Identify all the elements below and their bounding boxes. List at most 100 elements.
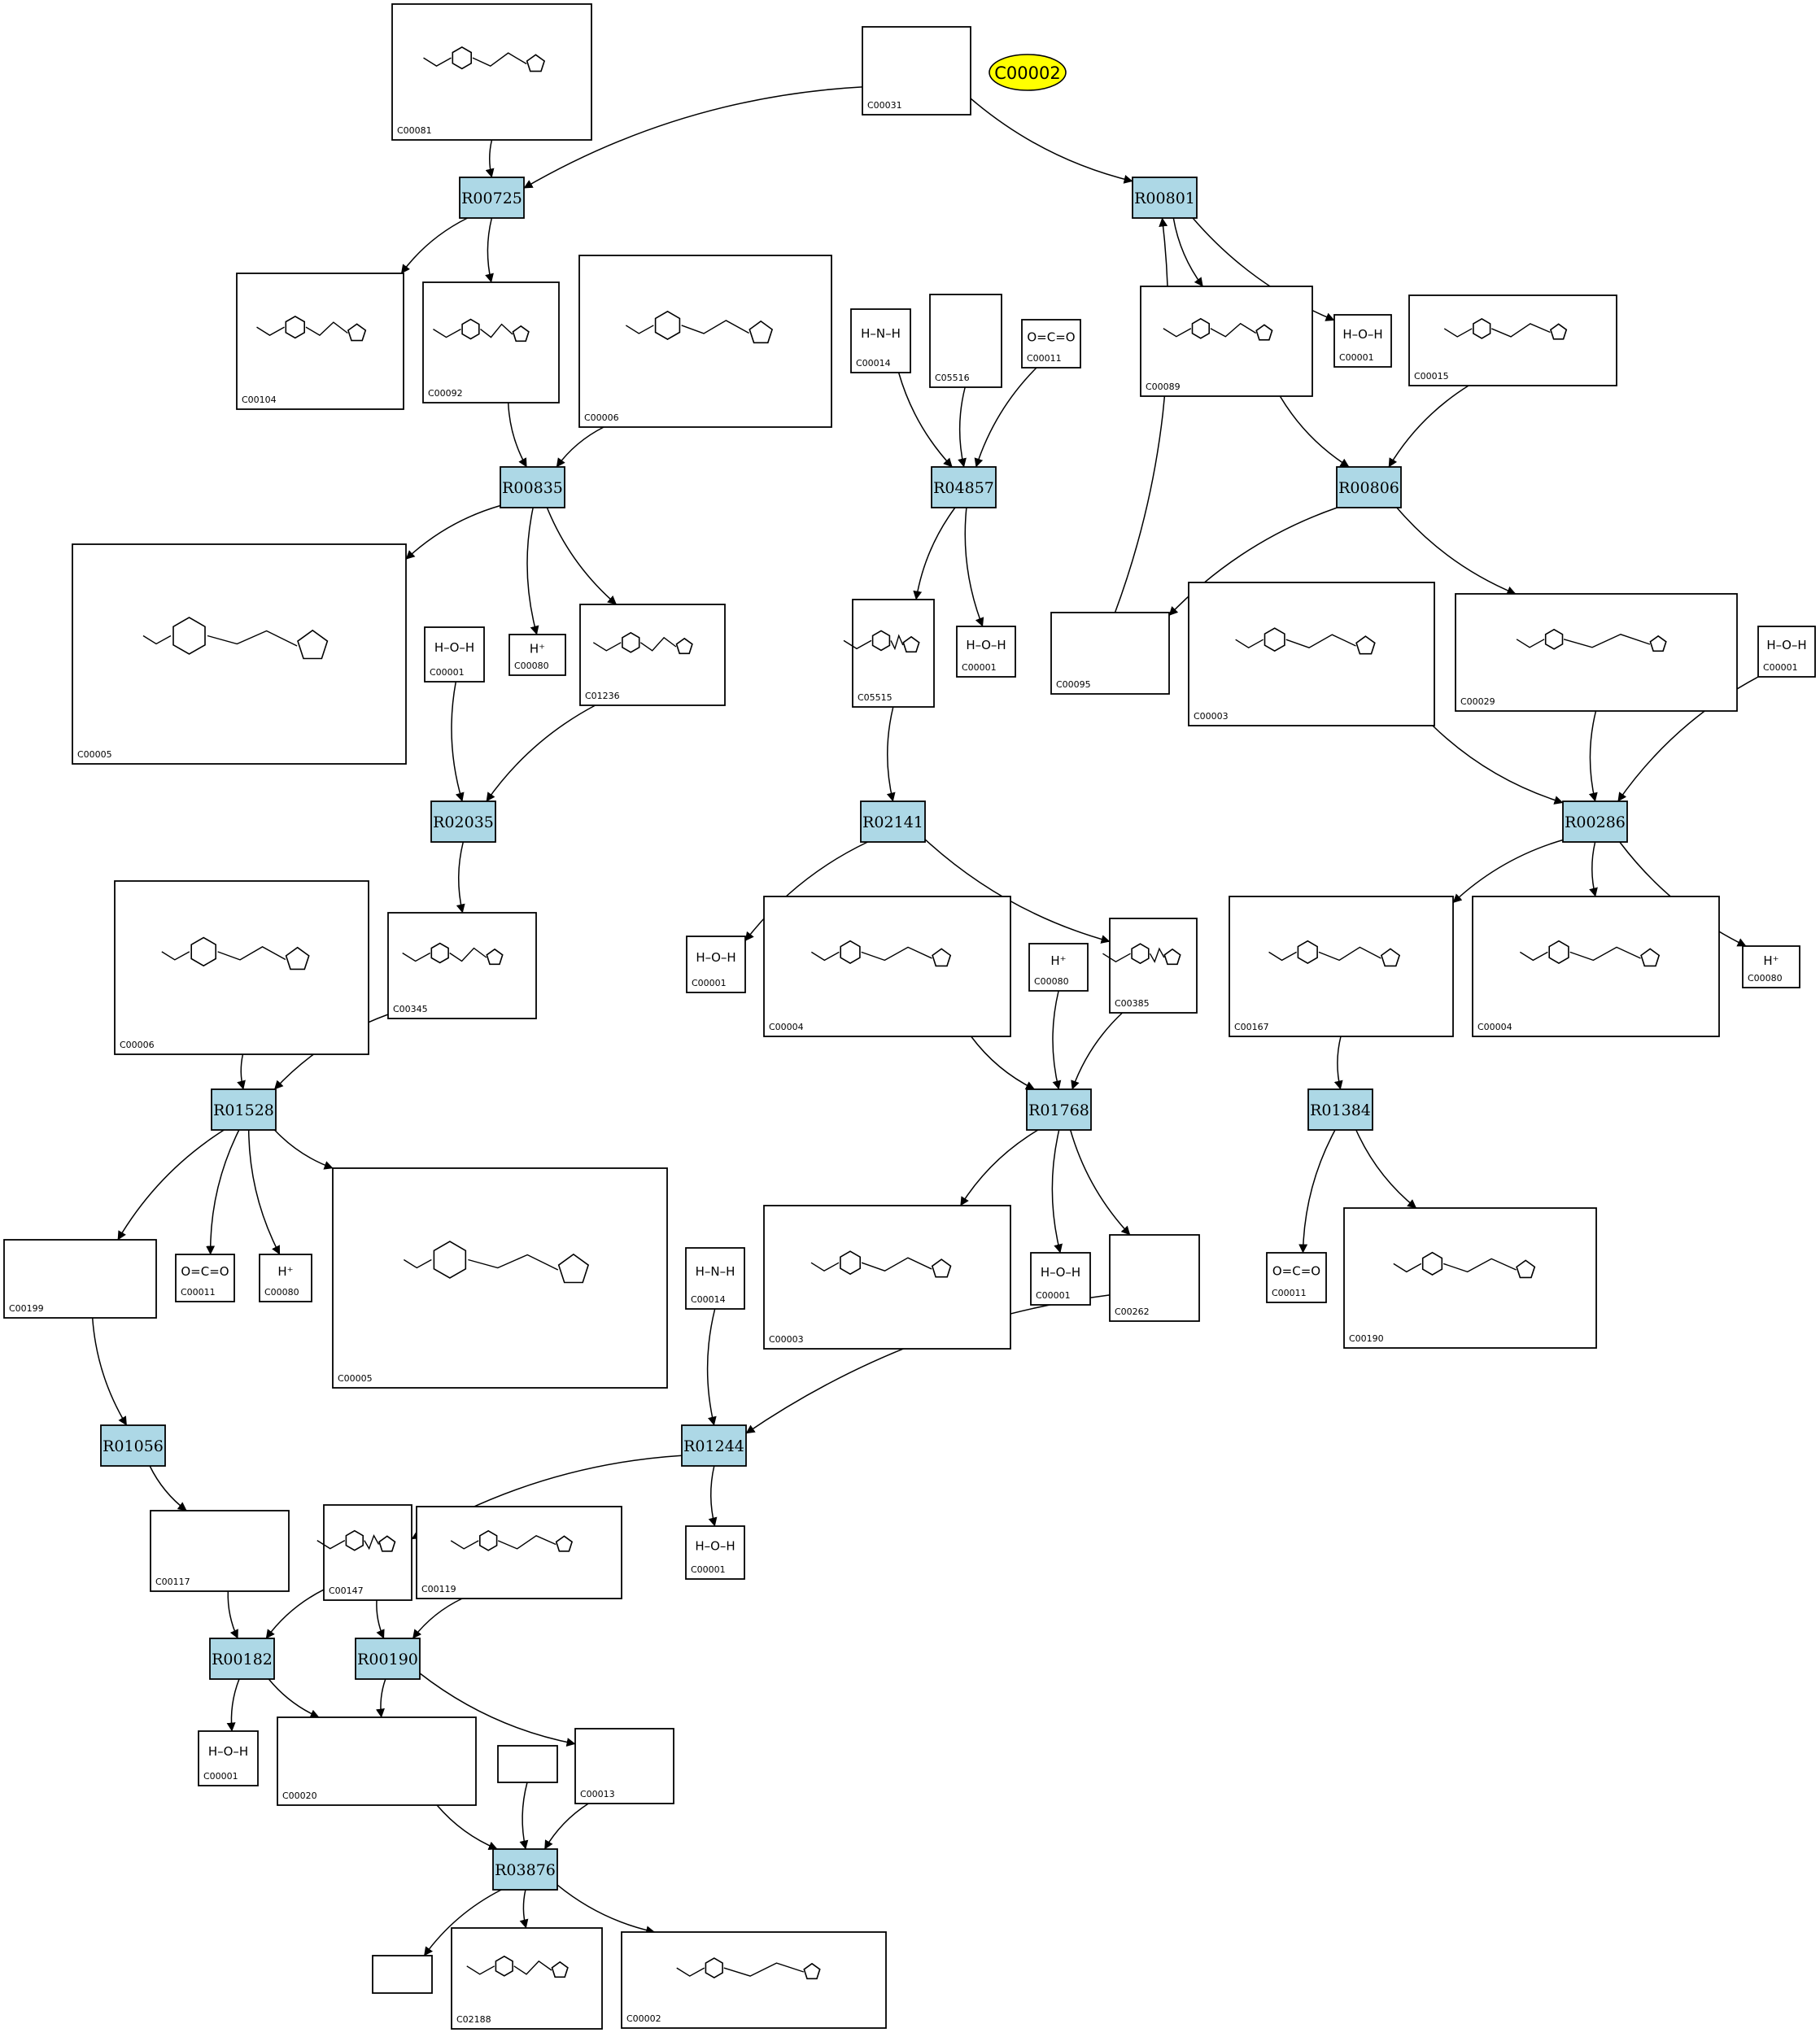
reaction-node[interactable]: R04857 bbox=[931, 466, 997, 508]
compound-node[interactable]: C00199 bbox=[3, 1239, 157, 1319]
compound-box bbox=[508, 634, 566, 676]
reaction-node[interactable]: R00801 bbox=[1132, 177, 1198, 219]
compound-node[interactable]: C02188 bbox=[451, 1927, 603, 2030]
compound-node[interactable]: C00005 bbox=[72, 543, 407, 765]
compound-node[interactable]: C00167 bbox=[1229, 896, 1454, 1037]
reaction-node[interactable]: R01244 bbox=[681, 1424, 747, 1467]
compound-node[interactable]: C00005 bbox=[332, 1167, 668, 1389]
compound-id-label: C01236 bbox=[585, 691, 620, 701]
reaction-label: R01528 bbox=[213, 1101, 274, 1119]
compound-node[interactable]: C00345 bbox=[387, 912, 537, 1019]
compound-node[interactable]: C00262 bbox=[1109, 1234, 1200, 1322]
ring-shape bbox=[1549, 323, 1568, 340]
compound-node[interactable]: H⁺C00080 bbox=[508, 634, 566, 676]
reaction-node[interactable]: R02035 bbox=[430, 800, 496, 843]
compound-node[interactable]: C00190 bbox=[1343, 1207, 1597, 1349]
reaction-box bbox=[931, 466, 997, 508]
reaction-node[interactable]: R01056 bbox=[100, 1424, 166, 1467]
compound-box bbox=[497, 1745, 558, 1783]
ring-shape bbox=[285, 315, 306, 339]
reaction-label: R00190 bbox=[357, 1651, 418, 1668]
compound-node[interactable]: C00015 bbox=[1408, 294, 1617, 386]
reaction-node[interactable]: R00835 bbox=[500, 466, 565, 508]
edge-arrow bbox=[1279, 395, 1350, 468]
compound-node[interactable]: C00003 bbox=[1188, 582, 1435, 726]
edge-arrow bbox=[273, 1129, 334, 1170]
compound-node[interactable]: C00081 bbox=[391, 3, 592, 141]
compound-node[interactable]: C00092 bbox=[422, 281, 560, 403]
reaction-node[interactable]: R01528 bbox=[211, 1088, 277, 1131]
bond-chain bbox=[403, 1258, 432, 1269]
reaction-node[interactable]: R02141 bbox=[860, 800, 926, 843]
compound-node[interactable]: C00020 bbox=[277, 1716, 477, 1806]
reaction-box bbox=[500, 466, 565, 508]
reaction-node[interactable]: R00806 bbox=[1336, 466, 1402, 508]
compound-node[interactable]: C00003 bbox=[763, 1205, 1011, 1350]
compound-node[interactable] bbox=[372, 1955, 433, 1994]
bond-chain bbox=[316, 1540, 346, 1550]
compound-node[interactable]: C00004 bbox=[1472, 896, 1720, 1037]
compound-node[interactable]: C00029 bbox=[1455, 593, 1738, 712]
reaction-box bbox=[209, 1638, 275, 1680]
compound-box bbox=[685, 1247, 745, 1310]
compound-node[interactable]: C00031 bbox=[862, 26, 971, 116]
edge-arrow bbox=[1452, 839, 1564, 904]
edge-arrow bbox=[1114, 217, 1169, 613]
edge-arrow bbox=[485, 139, 495, 178]
reaction-node[interactable]: R00286 bbox=[1562, 800, 1628, 843]
edge-arrow bbox=[376, 1678, 386, 1718]
compound-node[interactable]: C00006 bbox=[114, 880, 369, 1055]
compound-node[interactable]: C05516 bbox=[929, 294, 1002, 388]
edge-arrow bbox=[412, 1598, 463, 1639]
compound-node[interactable]: C00095 bbox=[1050, 612, 1170, 695]
compound-node[interactable] bbox=[497, 1745, 558, 1783]
compound-node[interactable]: C00117 bbox=[150, 1510, 290, 1592]
compound-node[interactable]: H⁺C00080 bbox=[1742, 945, 1800, 988]
reaction-node[interactable]: R00725 bbox=[459, 177, 525, 219]
bond-chain bbox=[592, 642, 622, 652]
compound-id-label: C00167 bbox=[1234, 1022, 1269, 1032]
compound-node[interactable]: C00147 bbox=[316, 1504, 412, 1601]
reaction-node[interactable]: R00190 bbox=[355, 1638, 421, 1680]
compound-node[interactable]: C00104 bbox=[236, 273, 404, 410]
compound-node[interactable]: H⁺C00080 bbox=[1028, 943, 1089, 992]
compound-id-label: C00006 bbox=[120, 1040, 155, 1050]
compound-node[interactable]: H⁺C00080 bbox=[259, 1254, 312, 1302]
reaction-node[interactable]: R01384 bbox=[1307, 1088, 1373, 1131]
reaction-node[interactable]: R01768 bbox=[1026, 1088, 1092, 1131]
compound-box bbox=[1333, 314, 1392, 368]
compound-formula: H–O–H bbox=[1342, 327, 1382, 342]
compound-node[interactable]: C00002 bbox=[621, 1931, 887, 2029]
compound-box bbox=[1472, 896, 1720, 1037]
compound-node[interactable]: C00089 bbox=[1140, 286, 1313, 397]
compound-box bbox=[1050, 612, 1170, 695]
reaction-box bbox=[492, 1848, 558, 1891]
compound-node[interactable]: C01236 bbox=[579, 604, 726, 706]
compound-node[interactable]: C00385 bbox=[1102, 918, 1198, 1014]
compound-node[interactable]: C00119 bbox=[416, 1506, 622, 1599]
highlight-compound-c00002[interactable]: C00002 bbox=[989, 54, 1067, 91]
compound-box bbox=[198, 1730, 259, 1786]
compound-node[interactable]: C00006 bbox=[578, 255, 832, 428]
compound-node[interactable]: C05515 bbox=[843, 599, 935, 708]
compound-node[interactable]: C00004 bbox=[763, 896, 1011, 1037]
compound-box bbox=[763, 1205, 1011, 1350]
bond-chain bbox=[161, 951, 190, 961]
reaction-node[interactable]: R03876 bbox=[492, 1848, 558, 1891]
compound-node[interactable]: C00013 bbox=[574, 1728, 674, 1804]
reaction-node[interactable]: R00182 bbox=[209, 1638, 275, 1680]
edge-arrow bbox=[206, 1129, 240, 1255]
